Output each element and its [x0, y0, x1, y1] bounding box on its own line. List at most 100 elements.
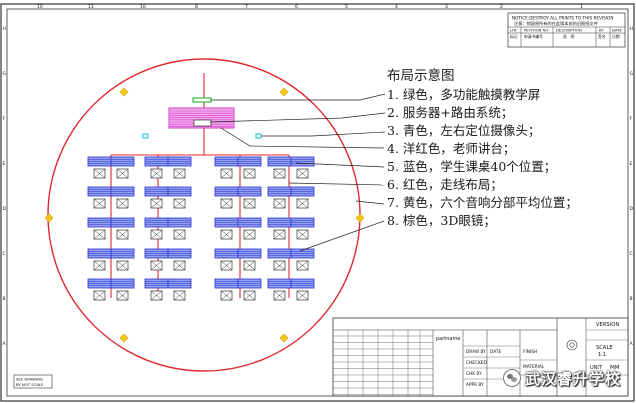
ruler-left-label: A	[3, 341, 7, 347]
desk-pair	[144, 217, 192, 240]
ruler-left-label: C	[3, 251, 6, 257]
ruler-left-label: D	[3, 206, 7, 212]
speakers	[44, 87, 365, 343]
ruler-top-label: 10	[37, 4, 43, 10]
title-block: partname DRAW BY CHECKED CHK BY APPR BY …	[332, 317, 629, 397]
drawn-by-label: DRAW BY	[466, 349, 486, 355]
ruler-right-label: A	[630, 341, 634, 347]
version-label: VERSION	[596, 322, 619, 328]
unit-label: UNIT	[590, 365, 603, 371]
touch-screen	[192, 97, 212, 103]
rev-header-by: BY	[599, 28, 604, 33]
teacher-podium	[168, 107, 235, 129]
rev-header-description: DESCRIPTION	[556, 28, 582, 33]
camera-right	[255, 133, 262, 139]
ruler-right-label: G	[630, 71, 634, 77]
revision-block: NOTICE:DESTROY ALL PRINTS TO THIS REVISI…	[507, 12, 626, 48]
legend-item-6: 6. 红色，走线布局；	[387, 177, 503, 192]
speaker-icon	[355, 213, 365, 223]
desk-pair	[144, 248, 192, 271]
material-label: MATERIAL	[523, 364, 545, 370]
legend-item-1: 1. 绿色，多功能触摸教学屏	[387, 87, 540, 102]
legend-item-7: 7. 黄色，六个音响分部平均位置；	[387, 195, 578, 210]
ruler-top-label: 7	[245, 4, 248, 10]
ruler-top-label: 4	[395, 4, 398, 10]
desk-pair	[214, 217, 262, 240]
legend-item-8: 8. 棕色，3D眼镜；	[387, 213, 496, 228]
rev-header-petition: PETITION NO	[524, 28, 548, 33]
notice-line-1: NOTICE:DESTROY ALL PRINTS TO THIS REVISI…	[512, 16, 613, 21]
wiring-layout	[110, 73, 290, 298]
rev-cn-petition: 申请书编号	[524, 34, 543, 39]
desk-pair	[214, 186, 262, 209]
desk-pair	[87, 217, 135, 240]
desk-pair	[214, 156, 262, 179]
desk-pair	[87, 156, 135, 179]
notice-line-2: 注意：销毁原所有的在此版本前的旧图纸文件	[514, 20, 598, 27]
ruler-right-label: E	[630, 161, 633, 167]
ruler-left-label: E	[3, 161, 6, 167]
rev-header-ltr: LTR	[510, 28, 517, 33]
unit-value: MM	[610, 365, 620, 371]
projection-symbol-icon	[566, 339, 578, 351]
ruler-right-label: D	[630, 206, 634, 212]
desk-pair	[214, 278, 262, 301]
legend-item-5: 5. 蓝色，学生课桌40个位置；	[387, 159, 556, 174]
ruler-left-label: B	[3, 296, 6, 302]
ruler-left-label: H	[3, 26, 6, 32]
ruler-right-label: B	[630, 296, 633, 302]
camera-left	[142, 133, 149, 139]
ruler-top-label: 8	[195, 4, 198, 10]
speaker-icon	[279, 87, 289, 97]
server-router-box	[193, 119, 212, 127]
ruler-right: H G F E D C B A	[630, 26, 634, 347]
legend-item-4: 4. 洋红色，老师讲台；	[387, 141, 515, 156]
student-desks	[87, 156, 315, 301]
rev-header-date: DATE	[612, 28, 622, 33]
ruler-left-label: G	[3, 71, 7, 77]
rev-cn-description: 说 明	[563, 34, 575, 39]
desk-pair	[267, 186, 315, 209]
speaker-icon	[279, 333, 289, 343]
ruler-top-label: 5	[345, 4, 348, 10]
scale-note: SEE DRAWING BY NOT SCALE	[13, 374, 53, 389]
desk-pair	[144, 156, 192, 179]
desk-pair	[267, 248, 315, 271]
wechat-icon	[503, 369, 521, 387]
date-label: DATE	[490, 349, 501, 355]
ruler-right-label: F	[630, 116, 633, 122]
desk-pair	[144, 186, 192, 209]
scale-note-line-1: SEE DRAWING	[16, 377, 43, 382]
ruler-top-label: 3	[445, 4, 448, 10]
chk-by-label: CHK BY	[466, 371, 482, 377]
speaker-icon	[119, 333, 129, 343]
ruler-top-label: 10	[140, 4, 146, 10]
scale-value: 1:1	[598, 352, 606, 358]
legend-item-2: 2. 服务器+路由系统；	[387, 105, 513, 120]
watermark: 武汉睿升学校	[503, 365, 631, 391]
ruler-right-label: C	[630, 251, 633, 257]
desk-pair	[267, 156, 315, 179]
leader-lines	[209, 93, 386, 252]
rev-cn-ltr: 标记	[510, 34, 518, 39]
ruler-top-label: 2	[500, 4, 503, 10]
desk-pair	[267, 278, 315, 301]
appr-by-label: APPR BY	[466, 382, 484, 388]
checked-by-label: CHECKED	[466, 360, 487, 366]
inner-frame	[6, 8, 629, 397]
company-name: partname	[436, 336, 460, 342]
desk-pair	[87, 186, 135, 209]
desk-pair	[87, 278, 135, 301]
rev-cn-by: 签名	[598, 34, 606, 39]
desk-pair	[214, 248, 262, 271]
ruler-left-label: F	[3, 116, 6, 122]
ruler-left: H G F E D C B A	[3, 26, 7, 347]
ruler-top-label: 1	[580, 4, 583, 10]
desk-pair	[87, 248, 135, 271]
speaker-icon	[44, 213, 54, 223]
speaker-icon	[119, 87, 129, 97]
desk-pair	[144, 278, 192, 301]
ruler-right-label: H	[630, 26, 633, 32]
